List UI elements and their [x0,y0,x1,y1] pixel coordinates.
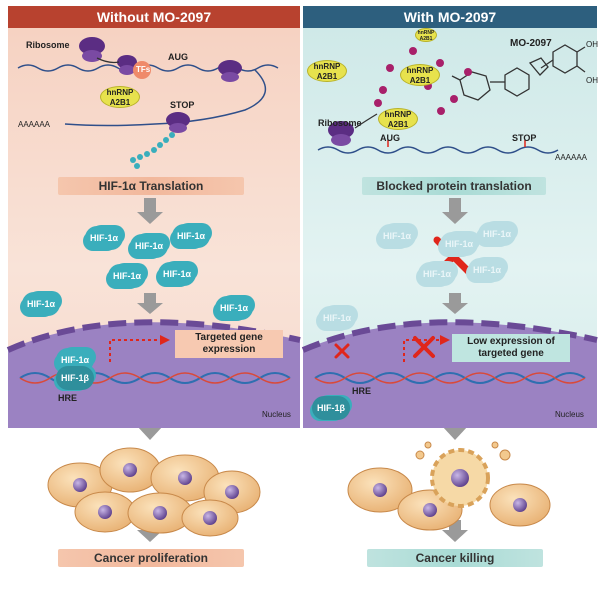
mrna-strand-right [317,146,559,154]
drug-molecules [374,47,472,115]
hif1b-bound: HIF-1β [56,366,94,390]
hre-label: HRE [352,386,372,396]
header-without-drug: Without MO-2097 [8,6,300,28]
tfs-label: TFs [136,65,151,74]
hif1a-protein: HIF-1α [158,262,196,286]
cancer-killing-banner: Cancer killing [367,549,543,567]
oh-label: OH [586,76,598,85]
ribosome-label: Ribosome [318,118,362,128]
targeted-gene-expression-tag: Targeted gene expression [175,330,283,358]
hif1a-protein-faded: HIF-1α [468,258,506,282]
mo2097-structure-icon [451,44,586,101]
ribosome-icon [218,60,242,82]
ribosome-icon [117,55,137,75]
oh-label: OH [586,40,598,49]
inhibition-x-icon [334,343,350,359]
hnrnp-a2b1: hnRNP A2B1 [307,60,347,82]
cancer-cells-proliferating [47,447,261,537]
ribosome-icon [328,121,354,146]
ribosome-icon [79,37,105,62]
ribosome-label: Ribosome [26,40,70,50]
ribosome-icon [166,112,190,133]
hif1a-protein: HIF-1α [130,234,168,258]
polya-label: AAAAAA [555,153,588,162]
blocked-translation-banner: Blocked protein translation [362,177,546,195]
hnrnp-a2b1: hnRNP A2B1 [378,108,418,130]
hif1a-protein: HIF-1α [22,292,60,316]
hnrnp-a2b1: hnRNP A2B1 [100,86,140,108]
aug-label: AUG [168,52,188,62]
hnrnp-a2b1: hnRNP A2B1 [400,64,440,86]
polya-label: AAAAAA [18,120,51,129]
cancer-proliferation-banner: Cancer proliferation [58,549,244,567]
cancer-cells-dying [347,441,551,531]
aug-label: AUG [380,133,400,143]
stop-label: STOP [170,100,195,110]
hif1a-protein: HIF-1α [172,224,210,248]
nucleus-label: Nucleus [555,410,584,419]
mrna-loop-left [64,69,267,127]
hif1a-protein-faded: HIF-1α [318,306,356,330]
tfs-circle [133,61,151,79]
hre-label: HRE [58,393,78,403]
hif1a-protein-faded: HIF-1α [418,262,456,286]
stop-label: STOP [512,133,537,143]
hif1b-unbound: HIF-1β [312,396,350,420]
inhibition-x-icon [413,336,435,358]
hif1a-protein-faded: HIF-1α [440,232,478,256]
header-with-drug: With MO-2097 [303,6,597,28]
hif1a-protein: HIF-1α [108,264,146,288]
hif1a-protein: HIF-1α [85,226,123,250]
hif1a-protein-faded: HIF-1α [378,224,416,248]
dna-right [314,372,586,384]
hif1a-translation-banner: HIF-1α Translation [58,177,244,195]
drug-name-label: MO-2097 [510,38,552,49]
peptide-chain [130,132,175,169]
hif1a-protein: HIF-1α [215,296,253,320]
low-expression-tag: Low expression of targeted gene [452,334,570,362]
hnrnp-a2b1: hnRNP A2B1 [415,28,437,42]
nucleus-label: Nucleus [262,410,291,419]
hif1a-protein-faded: HIF-1α [478,222,516,246]
